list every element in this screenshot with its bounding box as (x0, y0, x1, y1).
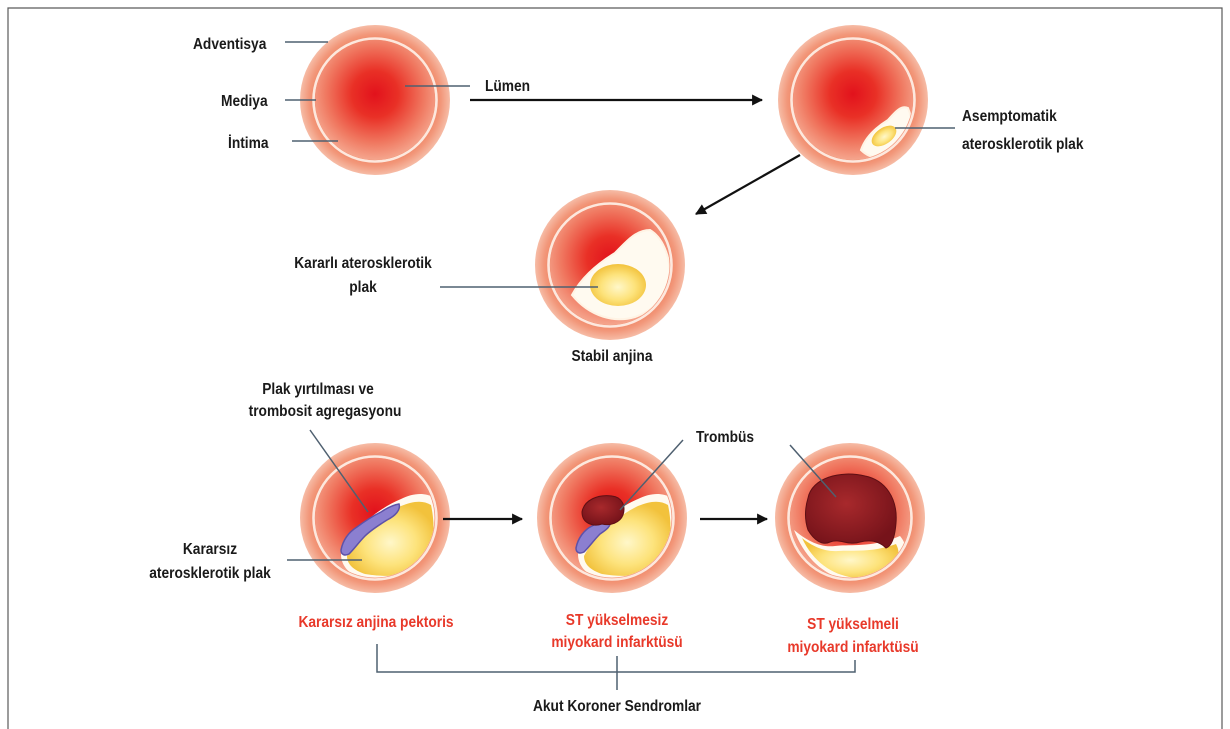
stable-plaque-label-line1: Kararlı aterosklerotik (294, 254, 432, 272)
intima-label: İntima (228, 134, 269, 152)
plaque-rupture-label-line1: Plak yırtılması ve (262, 380, 374, 398)
lumen-label: Lümen (485, 77, 530, 95)
artery-asymptomatic-plaque (778, 25, 928, 175)
adventitia-label: Adventisya (193, 35, 267, 53)
artery-stemi (775, 443, 925, 593)
artery-normal (300, 25, 450, 175)
nstemi-label-line2: miyokard infarktüsü (551, 633, 682, 651)
stemi-label-line2: miyokard infarktüsü (787, 638, 918, 656)
unstable-plaque-label-line2: aterosklerotik plak (149, 564, 271, 582)
unstable-angina-label: Kararsız anjina pektoris (298, 613, 453, 631)
arrow-down-left-icon (696, 155, 800, 214)
thrombus-label: Trombüs (696, 428, 754, 446)
artery-unstable-plaque (300, 443, 450, 593)
unstable-plaque-label-line1: Kararsız (183, 540, 237, 558)
artery-cross-section (300, 25, 450, 175)
stemi-label-line1: ST yükselmeli (807, 615, 899, 633)
plaque-core (590, 264, 646, 306)
asymptomatic-plaque-label-line1: Asemptomatik (962, 107, 1057, 125)
stable-plaque-label-line2: plak (349, 278, 377, 296)
nstemi-label-line1: ST yükselmesiz (566, 611, 668, 629)
asymptomatic-plaque-label-line2: aterosklerotik plak (962, 135, 1084, 153)
acute-coronary-syndromes-label: Akut Koroner Sendromlar (533, 697, 701, 715)
artery-cross-section (778, 25, 928, 175)
artery-stable-plaque (535, 190, 685, 340)
stable-angina-label: Stabil anjina (572, 347, 654, 365)
media-label: Mediya (221, 92, 268, 110)
plaque-rupture-label-line2: trombosit agregasyonu (249, 402, 402, 420)
artery-nstemi (537, 443, 687, 593)
thrombus (805, 474, 896, 548)
